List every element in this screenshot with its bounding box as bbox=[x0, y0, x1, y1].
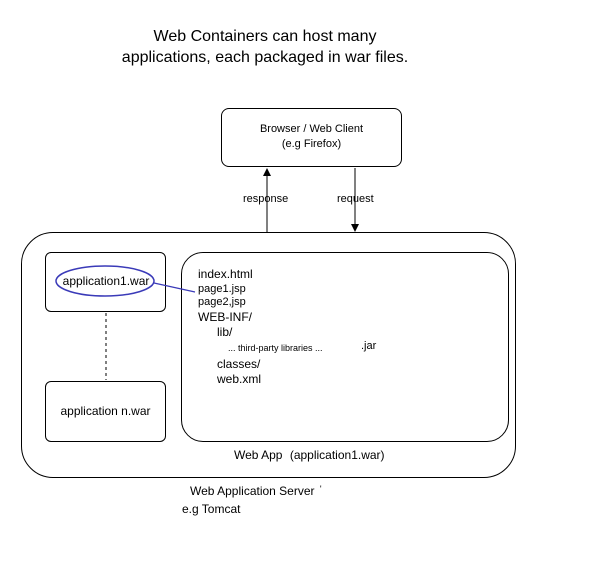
third-party-libraries: ... third-party libraries ... bbox=[228, 343, 323, 353]
folder-classes: classes/ bbox=[217, 357, 261, 371]
file-index-html: index.html bbox=[198, 267, 253, 281]
application1-link-line bbox=[153, 282, 196, 293]
application-n-war-label: application n.war bbox=[60, 404, 151, 418]
web-app-title: Web App bbox=[234, 448, 283, 462]
server-label-text: Web Application Server bbox=[190, 484, 315, 498]
application1-war-box bbox=[45, 252, 166, 312]
diagram-title: Web Containers can host many application… bbox=[60, 26, 470, 68]
web-application-server-label: Web Application Server ' bbox=[190, 484, 322, 498]
application-n-war-box: application n.war bbox=[45, 381, 166, 442]
jar-extension: .jar bbox=[361, 340, 377, 352]
response-label: response bbox=[243, 193, 289, 205]
web-app-box bbox=[181, 252, 509, 442]
title-line-2: applications, each packaged in war files… bbox=[121, 49, 409, 66]
browser-label: Browser / Web Client bbox=[259, 123, 364, 135]
folder-lib: lib/ bbox=[217, 325, 233, 339]
web-app-label: Web App (application1.war) bbox=[234, 448, 385, 462]
browser-example: (e.g Firefox) bbox=[281, 138, 342, 150]
browser-box: Browser / Web Client (e.g Firefox) bbox=[221, 108, 402, 167]
file-web-xml: web.xml bbox=[217, 372, 262, 386]
application1-war-label: application1.war bbox=[62, 274, 150, 288]
web-app-archive: (application1.war) bbox=[289, 448, 385, 462]
request-label: request bbox=[337, 193, 374, 205]
title-line-1: Web Containers can host many bbox=[153, 28, 377, 45]
folder-web-inf: WEB-INF/ bbox=[198, 310, 252, 324]
application1-highlight-ellipse bbox=[55, 265, 155, 297]
file-page2-jsp: page2,jsp bbox=[198, 296, 246, 308]
server-label-mark: ' bbox=[319, 484, 322, 494]
file-page1-jsp: page1.jsp bbox=[198, 283, 246, 295]
server-example: e.g Tomcat bbox=[182, 502, 241, 516]
